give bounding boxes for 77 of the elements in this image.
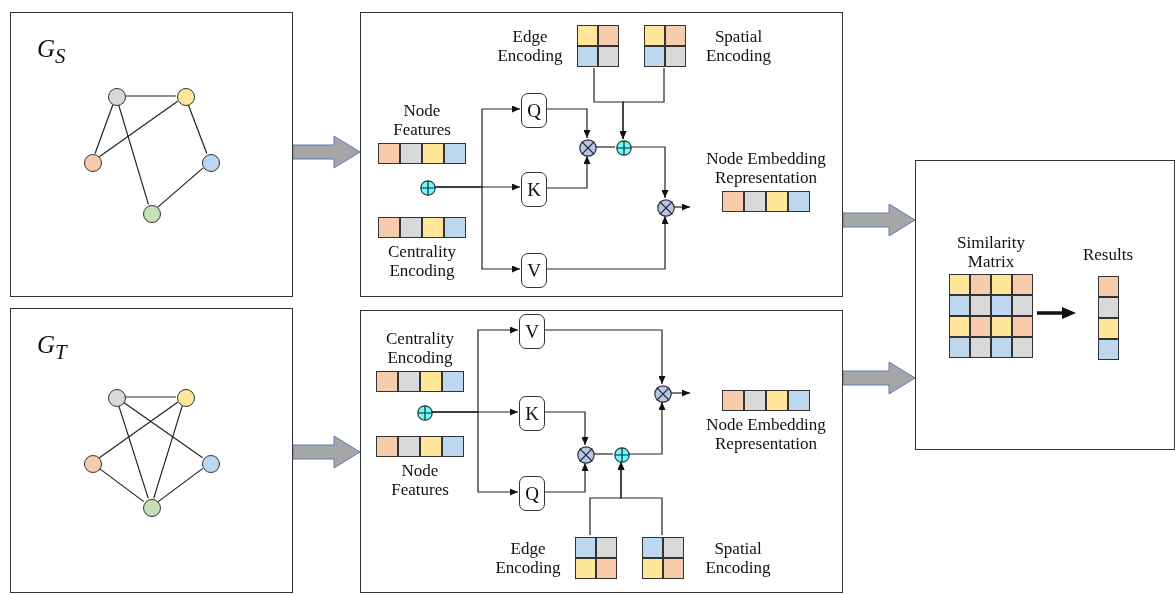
node-label: Spatial Encoding (704, 539, 772, 577)
panel-frame (360, 12, 843, 297)
connector-line (98, 401, 179, 459)
arrow (628, 401, 666, 455)
graph-node (202, 154, 220, 172)
matrix-box: K (521, 172, 547, 207)
connector-line (94, 103, 114, 155)
graph-title: G$_{S}$ (37, 35, 66, 69)
graph-node (202, 455, 220, 473)
block-arrow (292, 435, 361, 469)
node-label: Centrality Encoding (385, 329, 455, 367)
arrow (670, 389, 691, 397)
node-label: Centrality Encoding (387, 242, 457, 280)
arrow (1037, 307, 1076, 319)
connector-line (157, 467, 204, 503)
matrix-box: Q (521, 93, 547, 128)
connector-line (157, 167, 204, 208)
node-label: Edge Encoding (494, 539, 562, 577)
connector-line (153, 405, 183, 499)
multiply-operator (577, 446, 595, 464)
arrow (673, 203, 691, 211)
graph-node (108, 88, 126, 106)
arrow (543, 462, 589, 493)
connector-line (187, 103, 208, 155)
panel-frame (10, 12, 293, 297)
node-label: Node Embedding Representation (705, 149, 827, 187)
node-label: Node Embedding Representation (705, 415, 827, 453)
graph-node (84, 455, 102, 473)
arrow (545, 155, 591, 189)
connector-line (593, 453, 614, 455)
block-arrow (842, 203, 916, 237)
connector-line (118, 404, 149, 500)
connector-line (98, 100, 179, 158)
matrix-box: V (519, 314, 545, 349)
connector-line (98, 467, 145, 503)
arrow (617, 461, 663, 536)
multiply-operator (657, 199, 675, 217)
matrix-box: Q (519, 476, 545, 511)
panel-frame (915, 160, 1175, 450)
connector-line (122, 401, 204, 459)
add-operator (614, 447, 630, 463)
block-arrow (292, 135, 361, 169)
matrix-box: K (519, 396, 545, 431)
arrow (545, 215, 669, 270)
graph-node (177, 88, 195, 106)
multiply-operator (654, 385, 672, 403)
node-label: Edge Encoding (496, 27, 564, 65)
panel-frame (10, 308, 293, 593)
graph-node (84, 154, 102, 172)
add-operator (420, 180, 436, 196)
multiply-operator (579, 139, 597, 157)
arrow (543, 411, 589, 446)
arrow (619, 67, 665, 140)
connector-line (595, 146, 616, 148)
arrow (434, 186, 521, 273)
connector-line (118, 104, 149, 205)
node-label: Node Features (390, 461, 450, 499)
node-label: Similarity Matrix (956, 233, 1026, 271)
graph-node (177, 389, 195, 407)
graph-title: G$_{T}$ (37, 331, 67, 365)
node-label: Results (1082, 245, 1134, 264)
add-operator (616, 140, 632, 156)
connector-line (124, 95, 177, 97)
arrow (630, 146, 669, 199)
graph-node (108, 389, 126, 407)
arrow (543, 329, 666, 385)
block-arrow (842, 361, 916, 395)
add-operator (417, 405, 433, 421)
arrow (431, 411, 519, 496)
node-label: Node Features (392, 101, 452, 139)
connector-line (124, 396, 177, 398)
graph-node (143, 499, 161, 517)
matrix-box: V (521, 253, 547, 288)
arrow (545, 108, 591, 139)
panel-frame (360, 310, 843, 593)
graph-node (143, 205, 161, 223)
node-label: Spatial Encoding (704, 27, 773, 65)
